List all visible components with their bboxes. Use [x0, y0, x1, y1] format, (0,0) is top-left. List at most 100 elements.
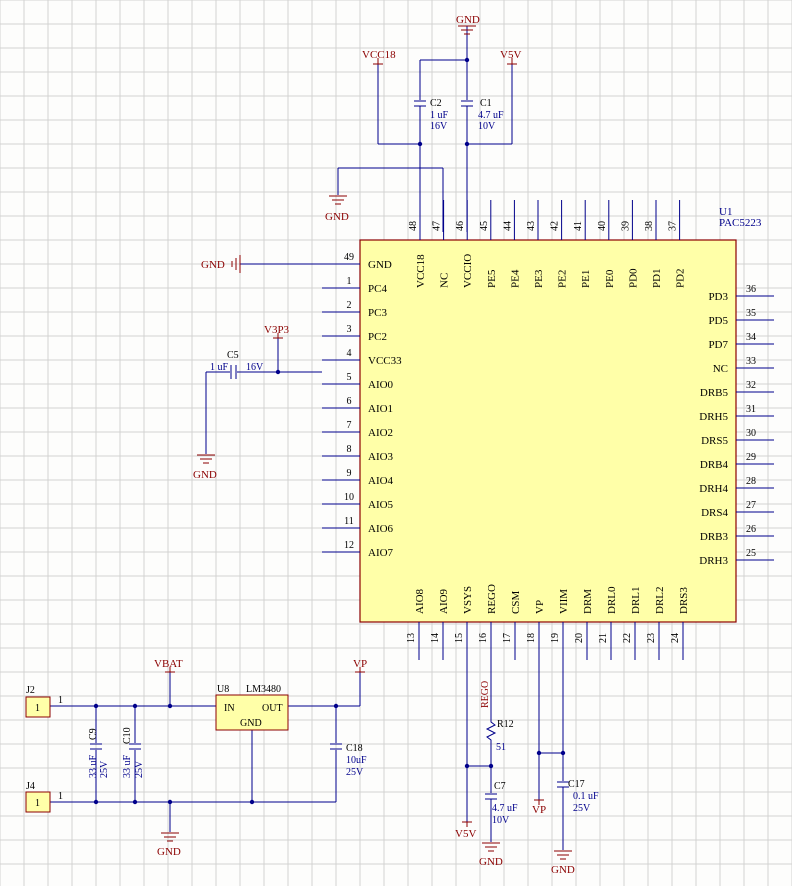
gnd-label-c5: GND [193, 469, 217, 481]
c1-ref: C1 [480, 98, 492, 109]
vp-symbol-top [355, 667, 365, 673]
u1-pin-num-19: 19 [550, 633, 561, 643]
u1-pin-num-45: 45 [479, 221, 490, 231]
vbat-symbol [165, 667, 175, 673]
u1-pin-num-26: 26 [746, 524, 756, 535]
u1-pin-num-22: 22 [622, 633, 633, 643]
u1-pin-name-22: DRL1 [630, 587, 642, 615]
u1-pin-name-27: DRS4 [701, 507, 728, 519]
u1-pin-name-41: PE1 [580, 270, 592, 288]
c17-voltage: 25V [573, 803, 591, 814]
c9-voltage: 25V [99, 760, 110, 778]
c5-voltage: 16V [246, 362, 264, 373]
c10-value: 33 uF [122, 755, 133, 779]
u1-pin-name-25: DRH3 [699, 555, 728, 567]
u1-pin-name-38: PD1 [651, 268, 663, 288]
u8-part: LM3480 [246, 684, 281, 695]
j2-pad: 1 [35, 703, 40, 714]
v5v-symbol-top [507, 58, 517, 65]
u8-body [215, 694, 289, 731]
u1-pin-name-40: PE0 [604, 269, 616, 288]
gnd-label-c7: GND [479, 856, 503, 868]
u1-body [359, 239, 737, 623]
u1-pin-name-6: AIO1 [368, 403, 393, 415]
u1-pin-name-30: DRS5 [701, 435, 728, 447]
u1-pin-num-16: 16 [478, 633, 489, 643]
u1-pin-name-9: AIO4 [368, 475, 394, 487]
u1-pin-name-43: PE3 [533, 269, 545, 288]
j4-pad: 1 [35, 798, 40, 809]
c7-value: 4.7 uF [492, 803, 518, 814]
u8-regulator[interactable]: IN OUT GND [215, 694, 289, 731]
gnd-label-reg: GND [157, 846, 181, 858]
j2-connector[interactable]: 1 [25, 696, 51, 718]
u8-ref: U8 [217, 684, 229, 695]
u1-pin-num-6: 6 [347, 396, 352, 407]
c17-value: 0.1 uF [573, 791, 599, 802]
v5v-label-top: V5V [500, 49, 521, 61]
u1-pin-name-12: AIO7 [368, 547, 394, 559]
u1-pin-name-16: REGO [486, 584, 498, 614]
u1-pin-name-29: DRB4 [700, 459, 729, 471]
c1-voltage: 10V [478, 121, 496, 132]
u1-pin-name-10: AIO5 [368, 499, 394, 511]
u1-pin-num-24: 24 [670, 633, 681, 643]
gnd-symbol-c5 [197, 454, 215, 464]
j4-pin: 1 [58, 791, 63, 802]
c7-voltage: 10V [492, 815, 510, 826]
gnd-label-c17: GND [551, 864, 575, 876]
u1-pin-num-21: 21 [598, 633, 609, 643]
u1-pin-num-5: 5 [347, 372, 352, 383]
c2-value: 1 uF [430, 110, 449, 121]
u1-pin-num-12: 12 [344, 540, 354, 551]
gnd-label-lefttop: GND [325, 211, 349, 223]
j4-connector[interactable]: 1 [25, 791, 51, 813]
vcc18-label: VCC18 [362, 49, 396, 61]
c2-ref: C2 [430, 98, 442, 109]
u1-pin-num-20: 20 [574, 633, 585, 643]
vp-label-top: VP [353, 658, 367, 670]
u1-pin-num-42: 42 [550, 221, 561, 231]
gnd-symbol-c17 [554, 850, 572, 860]
r12-ref: R12 [497, 719, 514, 730]
gnd-symbol-top [458, 25, 476, 35]
u1-pin-name-31: DRH5 [699, 411, 728, 423]
vbat-label: VBAT [154, 658, 183, 670]
gnd-symbol-reg [161, 832, 179, 842]
u1-pin-num-15: 15 [454, 633, 465, 643]
u1-pin-name-8: AIO3 [368, 451, 394, 463]
u1-pin-name-21: DRL0 [606, 586, 618, 614]
u1-pin-name-5: AIO0 [368, 379, 394, 391]
u1-pin-num-27: 27 [746, 500, 756, 511]
u1-pin-num-3: 3 [347, 324, 352, 335]
u1-pin-num-49: 49 [344, 252, 354, 263]
c10-voltage: 25V [134, 760, 145, 778]
u1-pin-num-40: 40 [597, 221, 608, 231]
u1-pin-num-28: 28 [746, 476, 756, 487]
v3p3-label: V3P3 [264, 324, 290, 336]
c9-ref: C9 [88, 728, 99, 740]
u1-pin-num-32: 32 [746, 380, 756, 391]
u1-pin-name-7: AIO2 [368, 427, 393, 439]
u8-gnd-label: GND [240, 718, 262, 729]
u1-pin-num-17: 17 [502, 633, 513, 643]
c18-voltage: 25V [346, 767, 364, 778]
u1-ref: U1 [719, 206, 732, 218]
c9-value: 33 uF [88, 755, 99, 779]
u1-pin-name-37: PD2 [675, 268, 687, 288]
u1-pin-num-29: 29 [746, 452, 756, 463]
u1-pin-name-14: AIO9 [438, 588, 450, 614]
u1-pin-num-47: 47 [432, 221, 443, 231]
gnd-label-pin49: GND [201, 259, 225, 271]
u1-chip[interactable]: 49GND1PC42PC33PC24VCC335AIO06AIO17AIO28A… [322, 200, 774, 660]
u1-pin-name-18: VP [534, 600, 546, 614]
u1-pin-num-13: 13 [406, 633, 417, 643]
c18-ref: C18 [346, 743, 363, 754]
u8-out-label: OUT [262, 703, 283, 714]
u1-pin-name-47: NC [439, 273, 451, 288]
u1-pin-name-35: PD5 [708, 315, 728, 327]
v5v-label-bottom: V5V [455, 828, 476, 840]
c17-ref: C17 [568, 779, 585, 790]
u1-pin-name-44: PE4 [509, 269, 521, 288]
